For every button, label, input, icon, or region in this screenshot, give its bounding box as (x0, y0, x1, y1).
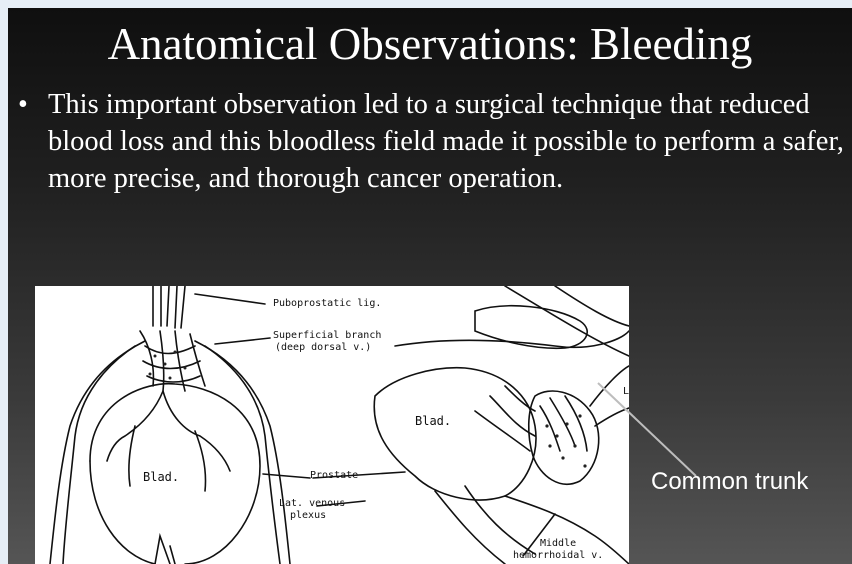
callout-line (598, 383, 696, 476)
slide: Anatomical Observations: Bleeding • This… (8, 8, 852, 564)
common-trunk-label: Common trunk (651, 468, 808, 496)
